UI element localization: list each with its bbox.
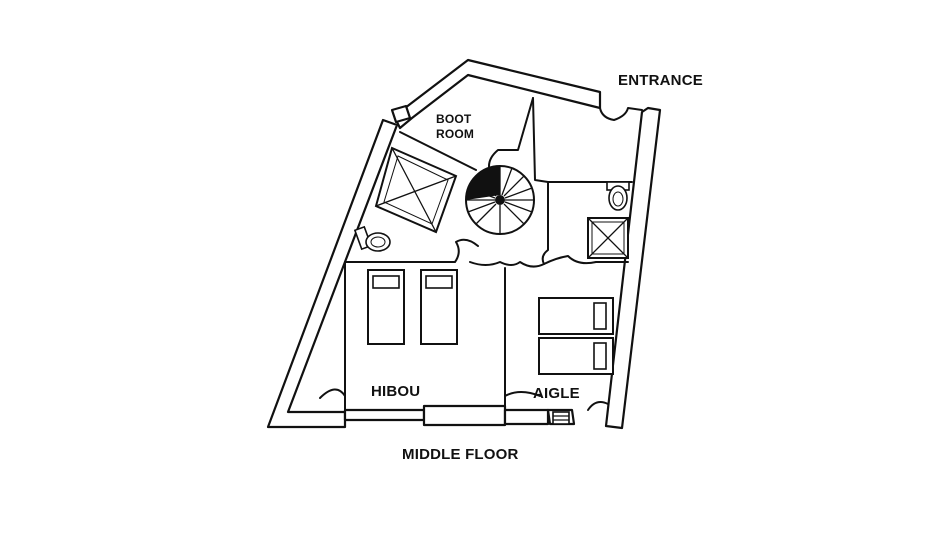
boot-room-label-line1: BOOT — [436, 112, 472, 126]
spiral-staircase — [465, 165, 535, 235]
aigle-door-arc — [587, 401, 609, 411]
outer-walls — [266, 58, 662, 430]
interior-walls — [319, 97, 633, 411]
boot-room-label: BOOT ROOM — [436, 112, 474, 142]
north-west-corner — [390, 104, 412, 124]
center-wall-top — [469, 261, 545, 268]
room-hibou-label: HIBOU — [371, 383, 421, 400]
east-wall — [604, 106, 662, 430]
right-shower — [587, 217, 629, 259]
left-shower — [374, 146, 458, 234]
aigle-vent-block — [552, 411, 570, 425]
south-wall-mid — [422, 404, 507, 427]
right-toilet — [606, 181, 630, 211]
floor-label: MIDDLE FLOOR — [402, 446, 519, 463]
boot-room-label-line2: ROOM — [436, 127, 475, 141]
left-toilet — [353, 225, 391, 252]
aigle-door — [504, 391, 541, 397]
corridor-wall — [532, 97, 549, 183]
bathroom-left-top-wall — [399, 131, 477, 171]
entrance-opening — [599, 107, 643, 121]
hibou-door-arc — [319, 388, 346, 399]
boot-room-wall — [488, 97, 534, 173]
hibou-top-wall — [344, 238, 479, 263]
south-wall-left — [343, 408, 426, 422]
north-wall — [395, 58, 602, 130]
room-aigle-label: AIGLE — [533, 385, 580, 402]
hibou-beds — [367, 269, 458, 345]
entrance-label: ENTRANCE — [618, 72, 703, 89]
south-wall-right — [503, 408, 550, 426]
aigle-beds — [538, 297, 614, 375]
